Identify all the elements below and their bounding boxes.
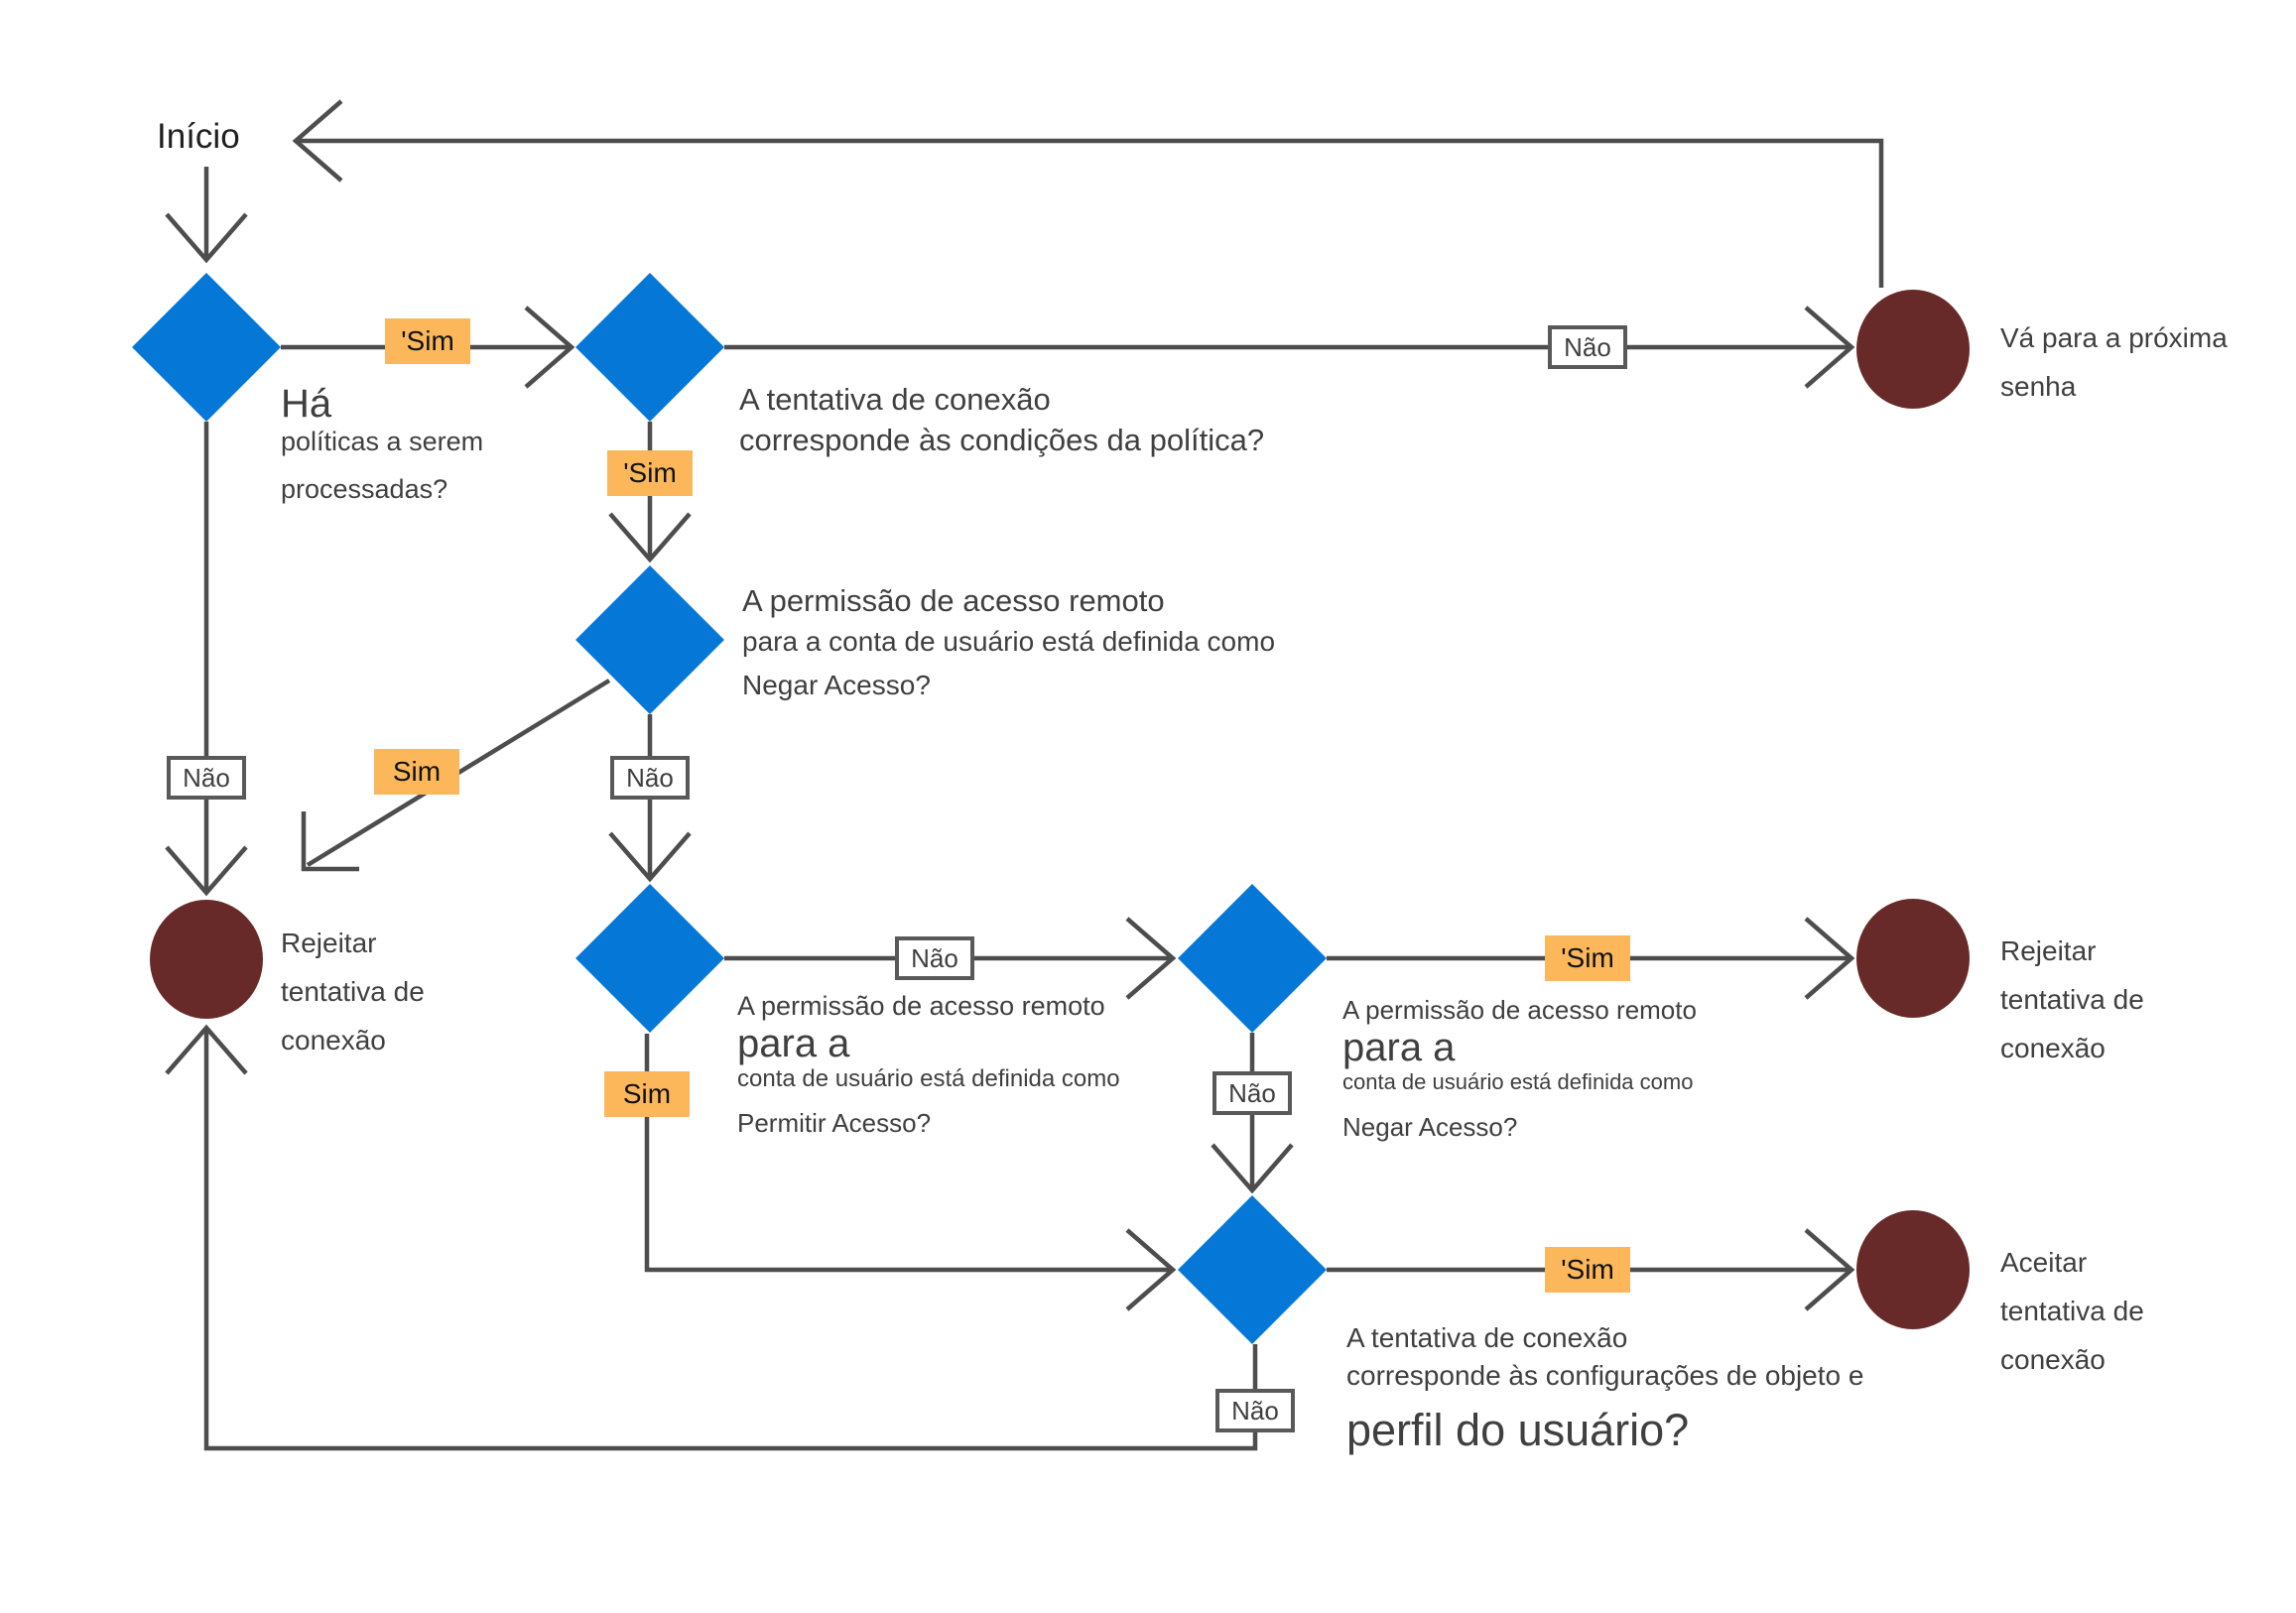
arrowhead-d4-sim-to-d6 [1125, 1228, 1177, 1311]
caption-remote-access-deny-2: A permissão de acesso remoto para a cont… [1342, 994, 1697, 1143]
edge-label-sim-3: Sim [374, 749, 459, 795]
caption-matches-profile-settings: A tentativa de conexão corresponde às co… [1346, 1319, 1863, 1460]
caption-line: A tentativa de conexão [739, 382, 1051, 417]
edge-label-nao-6: Não [1215, 1389, 1295, 1432]
caption-line: Negar Acesso? [742, 670, 931, 700]
caption-line: conexão [281, 1025, 386, 1055]
edge-label-nao-3: Não [610, 756, 690, 800]
edge-label-sim-6: 'Sim [1545, 1247, 1630, 1293]
caption-line: Vá para a próxima [2000, 322, 2228, 353]
terminal-circle-accept [1856, 1210, 1970, 1329]
caption-line: A permissão de acesso remoto [1342, 995, 1697, 1025]
terminal-circle-reject-right [1856, 899, 1970, 1018]
arrowhead-return-to-start [292, 99, 343, 183]
terminal-circle-next-policy [1856, 290, 1970, 409]
arrowhead-d3-to-d4 [608, 831, 692, 883]
caption-line: tentativa de [281, 976, 425, 1007]
arrowhead-start-to-d1 [165, 212, 248, 264]
caption-line: perfil do usuário? [1346, 1405, 1690, 1455]
arrowhead-d1-to-d2 [524, 306, 575, 389]
caption-line: senha [2000, 371, 2077, 402]
caption-line: para a conta de usuário está definida co… [742, 626, 1276, 657]
caption-remote-access-allow: A permissão de acesso remoto para a cont… [737, 990, 1120, 1139]
caption-line: corresponde às configurações de objeto e [1346, 1360, 1864, 1391]
arrowhead-d4-to-d5 [1125, 917, 1177, 1000]
caption-line: conta de usuário está definida como [737, 1065, 1120, 1092]
caption-line: A permissão de acesso remoto [742, 583, 1165, 618]
caption-line: conexão [2000, 1033, 2105, 1063]
edge-label-sim-1: 'Sim [385, 318, 470, 364]
caption-line: Há [281, 382, 332, 426]
caption-line: para a [1342, 1026, 1456, 1069]
caption-line: conexão [2000, 1344, 2105, 1375]
caption-next-policy: Vá para a próxima senha [2000, 313, 2228, 411]
caption-line: políticas a serem [281, 427, 484, 456]
caption-line: processadas? [281, 474, 448, 504]
arrowhead-d5-to-d6 [1211, 1143, 1294, 1194]
edge-label-nao-2: Não [167, 756, 246, 800]
caption-line: conta de usuário está definida como [1342, 1069, 1694, 1094]
edge-label-nao-1: Não [1548, 325, 1627, 369]
caption-matches-policy-conditions: A tentativa de conexão corresponde às co… [739, 379, 1264, 460]
caption-line: tentativa de [2000, 984, 2144, 1015]
edge-label-nao-5: Não [1212, 1071, 1292, 1115]
edge-label-sim-4: Sim [604, 1071, 690, 1117]
start-label: Início [157, 117, 240, 156]
caption-reject-right: Rejeitar tentativa de conexão [2000, 927, 2144, 1072]
caption-line: Negar Acesso? [1342, 1112, 1518, 1142]
arrowhead-d5-to-c3 [1804, 917, 1855, 1000]
caption-line: Rejeitar [2000, 935, 2097, 966]
caption-line: A permissão de acesso remoto [737, 991, 1105, 1021]
terminal-circle-reject-left [150, 900, 263, 1019]
edge-c1-return-to-start [296, 138, 1884, 288]
arrowhead-d6-return-to-c2 [165, 1024, 248, 1075]
caption-has-policies: Há políticas a serem processadas? [281, 382, 483, 506]
arrowhead-d3-diagonal [301, 811, 359, 872]
edge-label-nao-4: Não [895, 936, 974, 980]
caption-line: Aceitar [2000, 1247, 2088, 1278]
arrowhead-d2-to-d3 [608, 512, 692, 563]
edge-label-sim-2: 'Sim [607, 450, 693, 496]
arrowhead-d1-to-c2 [165, 845, 248, 897]
caption-line: Permitir Acesso? [737, 1108, 932, 1138]
caption-line: A tentativa de conexão [1346, 1322, 1628, 1353]
caption-reject-left: Rejeitar tentativa de conexão [281, 919, 425, 1064]
caption-line: para a [737, 1022, 850, 1065]
caption-remote-access-deny: A permissão de acesso remoto para a cont… [742, 580, 1275, 705]
arrowhead-d6-to-c4 [1804, 1228, 1855, 1311]
caption-line: tentativa de [2000, 1296, 2144, 1326]
arrowhead-d2-to-c1 [1804, 306, 1855, 389]
caption-accept: Aceitar tentativa de conexão [2000, 1238, 2144, 1384]
caption-line: corresponde às condições da política? [739, 423, 1265, 457]
caption-line: Rejeitar [281, 928, 377, 958]
edge-label-sim-5: 'Sim [1545, 935, 1630, 981]
